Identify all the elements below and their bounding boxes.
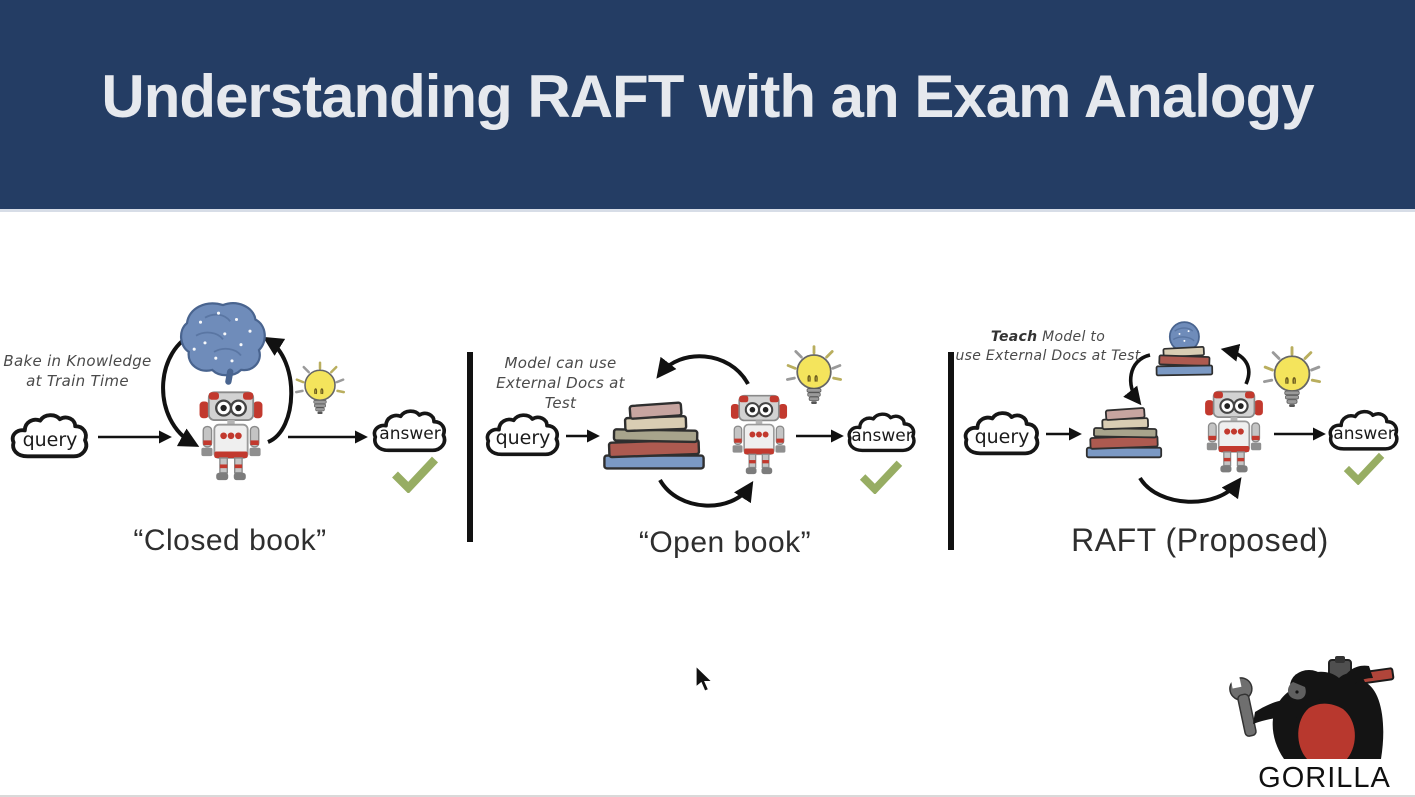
- panel3-annotation: Teach Model to use External Docs at Test: [955, 329, 1141, 364]
- panel1-caption: “Closed book”: [133, 524, 327, 557]
- mouse-pointer-icon: [696, 666, 714, 692]
- checkmark-icon: [858, 460, 904, 494]
- checkmark-icon: [390, 456, 440, 493]
- lightbulb-icon: [295, 361, 345, 416]
- query-label: query: [974, 425, 1030, 448]
- cycle-arrow: [658, 478, 754, 508]
- robot-icon: [729, 394, 789, 476]
- panel3-caption: RAFT (Proposed): [1071, 522, 1329, 558]
- answer-label: answer: [1333, 423, 1395, 444]
- robot-icon: [1204, 390, 1264, 474]
- query-label: query: [22, 428, 78, 451]
- panel-divider: [948, 352, 954, 550]
- checkmark-icon: [1342, 452, 1386, 485]
- bottom-edge: [0, 795, 1415, 797]
- panel2-annotation: Model can use External Docs at Test: [496, 354, 625, 412]
- answer-label: answer: [379, 424, 441, 445]
- cycle-arrow: [656, 354, 750, 385]
- answer-label: answer: [851, 425, 913, 446]
- answer-cloud: answer: [1326, 402, 1402, 459]
- cycle-arrow: [1138, 476, 1242, 504]
- book-stack-icon: [603, 401, 705, 470]
- robot-icon: [198, 391, 264, 482]
- gorilla-logo-icon: [1228, 656, 1395, 760]
- answer-cloud: answer: [370, 402, 450, 460]
- cycle-arrow: [262, 336, 294, 444]
- books-with-brain-icon: [1155, 321, 1214, 377]
- slide-header: Understanding RAFT with an Exam Analogy: [0, 0, 1415, 212]
- query-cloud: query: [8, 406, 92, 466]
- lightbulb-icon: [786, 345, 842, 406]
- brain-icon: [178, 298, 268, 386]
- book-stack-icon: [1085, 406, 1163, 459]
- query-cloud: query: [961, 405, 1043, 462]
- lightbulb-icon: [1263, 346, 1321, 409]
- cycle-arrow: [1220, 343, 1251, 385]
- page-title: Understanding RAFT with an Exam Analogy: [101, 63, 1314, 130]
- query-cloud: query: [483, 407, 563, 463]
- query-label: query: [495, 427, 551, 450]
- answer-cloud: answer: [845, 405, 919, 460]
- panel-divider: [467, 352, 473, 542]
- panel1-annotation: Bake in Knowledge at Train Time: [3, 352, 152, 390]
- panel2-caption: “Open book”: [638, 526, 812, 559]
- gorilla-logo-text: GORILLA: [1258, 762, 1391, 794]
- cycle-arrow: [1123, 353, 1151, 406]
